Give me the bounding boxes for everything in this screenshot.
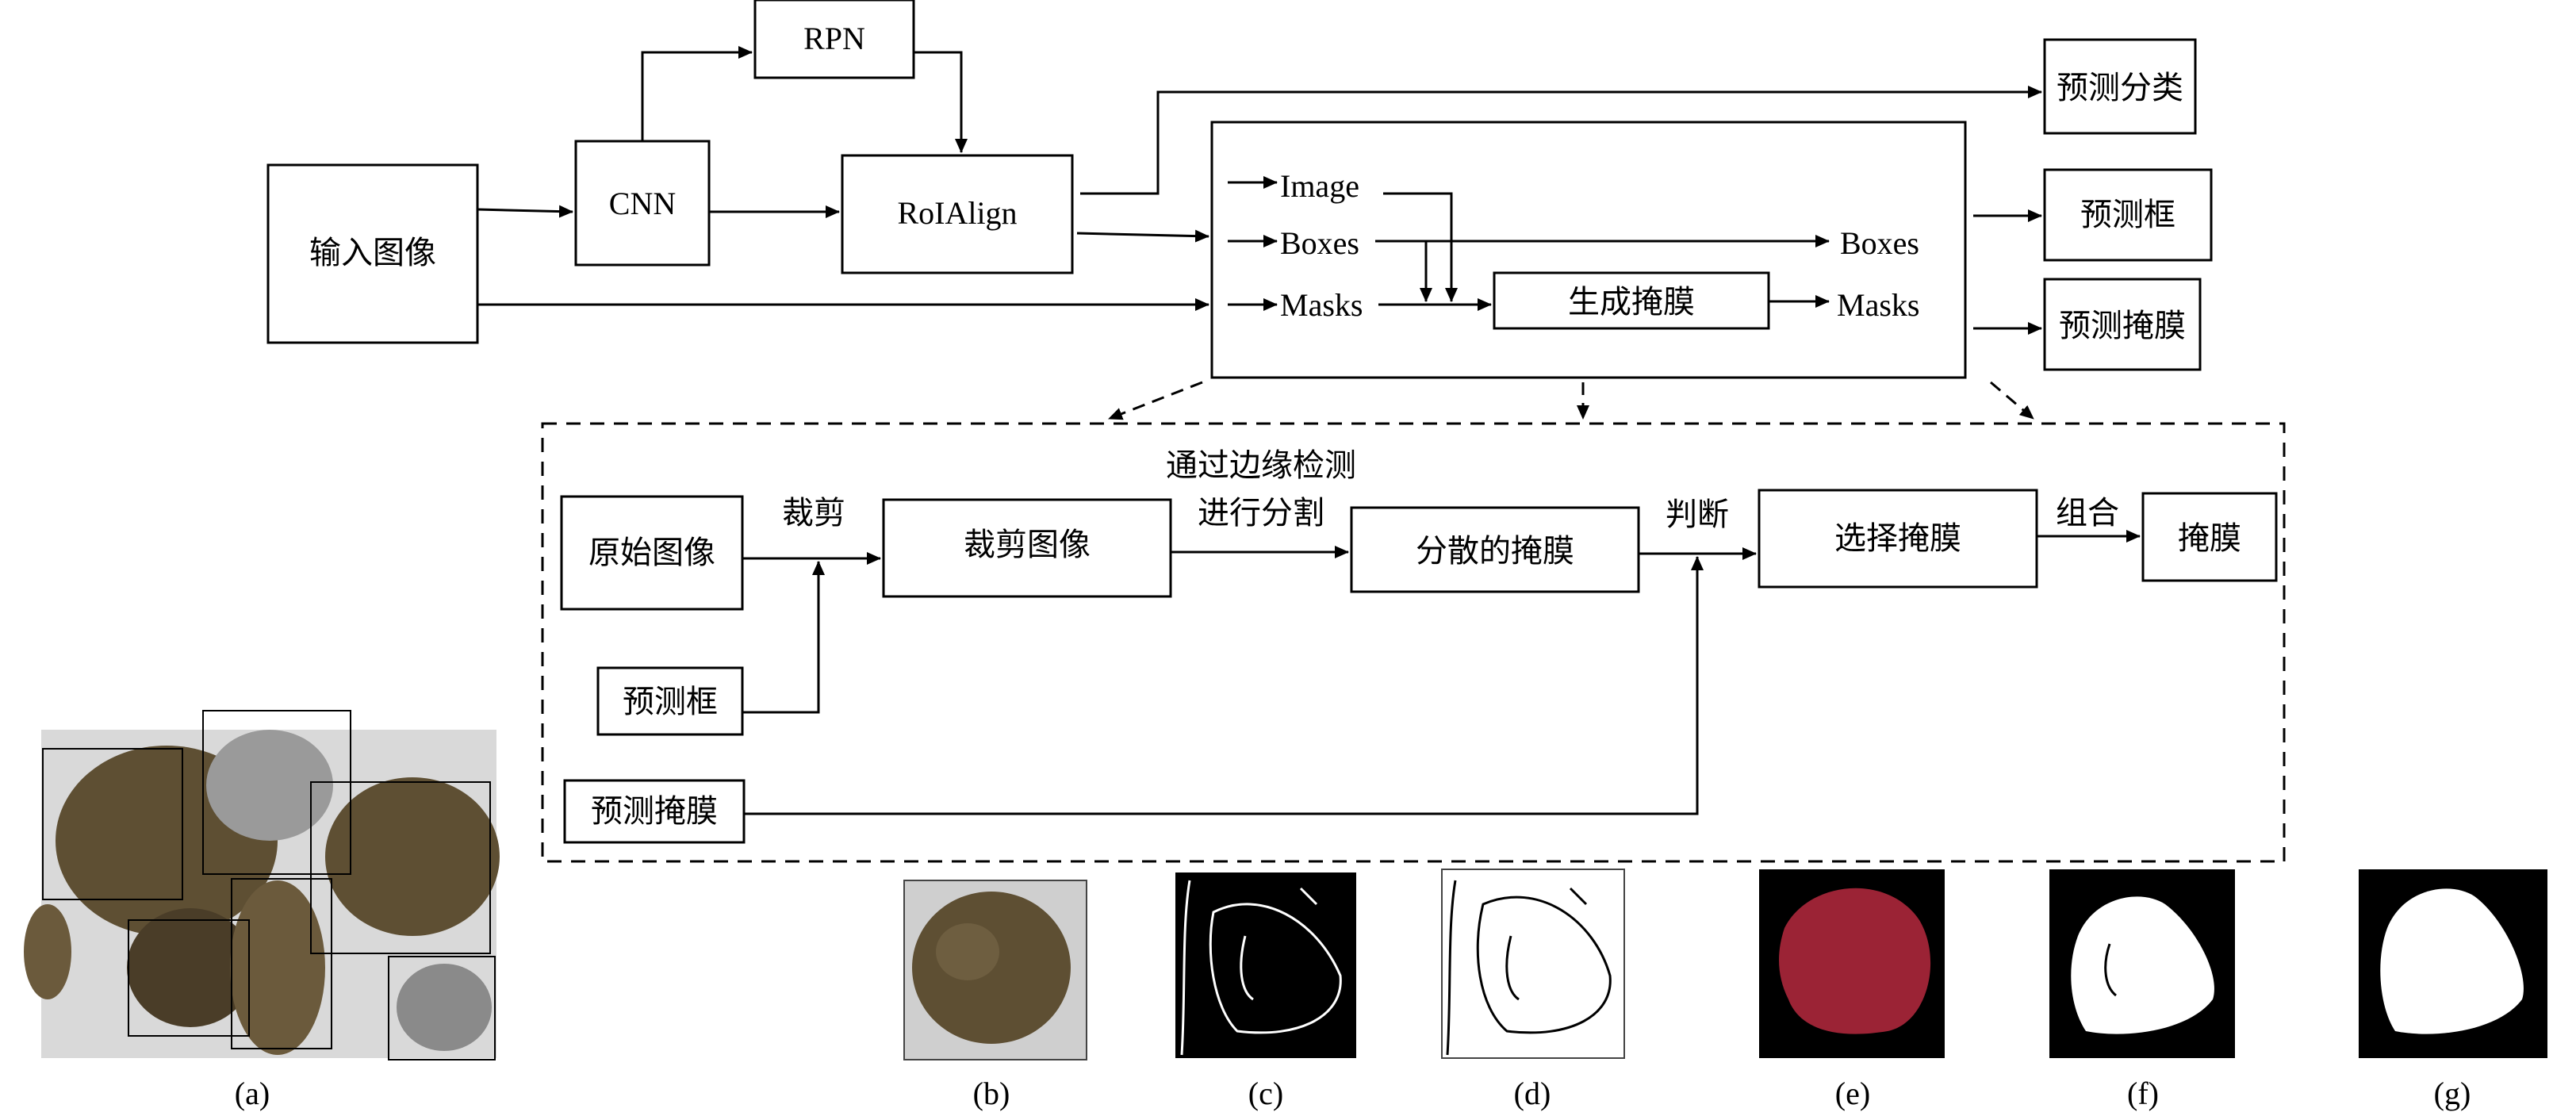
image-g (2359, 869, 2547, 1058)
module-boxes-in-label: Boxes (1280, 225, 1359, 261)
cropped-image-label: 裁剪图像 (964, 527, 1091, 562)
image-f (2049, 869, 2235, 1058)
detail-pred-box-box (596, 666, 744, 736)
detail-pred-mask-box (563, 779, 746, 844)
arrow-predmask-judge (744, 556, 1704, 815)
scattered-masks-box (1350, 506, 1640, 593)
original-image-box (560, 495, 744, 611)
detail-pred-mask-label: 预测掩膜 (591, 793, 718, 829)
caption-g: (g) (2434, 1076, 2471, 1111)
caption-f: (f) (2127, 1076, 2159, 1111)
dashed-link-left (1108, 381, 1203, 420)
module-masks-out-label: Masks (1837, 287, 1919, 323)
caption-d: (d) (1514, 1076, 1551, 1111)
final-mask-label: 掩膜 (2178, 520, 2241, 556)
cnn-box (574, 140, 711, 267)
input-image-label: 输入图像 (309, 235, 436, 270)
pred-box-label: 预测框 (2080, 197, 2175, 232)
select-mask-label: 选择掩膜 (1834, 520, 1961, 556)
edge-label-line2: 进行分割 (1198, 495, 1324, 531)
final-mask-box (2141, 492, 2278, 582)
module-image-label: Image (1280, 168, 1359, 204)
caption-c: (c) (1248, 1076, 1283, 1111)
caption-a: (a) (235, 1076, 270, 1111)
pred-class-label: 预测分类 (2057, 70, 2183, 105)
mask-module-box (1210, 121, 1967, 379)
combine-label: 组合 (2056, 495, 2119, 531)
detail-panel (541, 381, 2286, 863)
edge-label-line1: 通过边缘检测 (1166, 447, 1356, 483)
scattered-masks-label: 分散的掩膜 (1416, 533, 1574, 569)
roialign-box (841, 154, 1074, 274)
judge-label: 判断 (1666, 497, 1729, 532)
original-image-label: 原始图像 (588, 535, 715, 570)
arrow-rpn-roialign (914, 51, 968, 153)
rpn-box (753, 0, 915, 79)
detail-labels: 原始图像 裁剪 裁剪图像 通过边缘检测 进行分割 分散的掩膜 判断 选择掩膜 组… (588, 447, 2241, 829)
line-image-down (1383, 192, 1458, 302)
arrow-roialign-class (1080, 86, 2042, 195)
module-boxes-out-label: Boxes (1840, 225, 1919, 261)
cnn-label: CNN (609, 186, 676, 221)
arrow-predbox-crop (742, 561, 825, 714)
generate-mask-label: 生成掩膜 (1568, 284, 1695, 320)
pred-mask-box (2043, 278, 2202, 371)
caption-e: (e) (1835, 1076, 1870, 1111)
image-e (1759, 869, 1945, 1058)
roialign-label: RoIAlign (897, 195, 1017, 231)
pred-box-box (2043, 168, 2213, 262)
arrow-input-cnn (477, 205, 573, 218)
input-image-box (266, 163, 479, 344)
image-a (24, 710, 500, 1060)
arrow-roialign-module (1076, 229, 1209, 243)
detail-pred-box-label: 预测框 (623, 684, 718, 719)
image-c (1175, 872, 1356, 1058)
cropped-image-box (882, 498, 1172, 598)
pred-class-box (2043, 38, 2197, 135)
top-flow-labels: 输入图像 CNN RPN RoIAlign Image Boxes Masks … (309, 21, 2186, 343)
crop-label: 裁剪 (782, 495, 845, 531)
pred-mask-label: 预测掩膜 (2059, 308, 2186, 343)
select-mask-box (1758, 489, 2038, 589)
caption-b: (b) (973, 1076, 1010, 1111)
image-captions: (a) (b) (c) (d) (e) (f) (g) (235, 1076, 2471, 1111)
module-masks-in-label: Masks (1280, 287, 1363, 323)
arrow-cnn-rpn (641, 46, 753, 141)
top-flow (266, 0, 2213, 379)
image-b (903, 880, 1087, 1060)
detail-dashed-frame (541, 422, 2286, 863)
image-d (1441, 869, 1625, 1059)
rpn-label: RPN (803, 21, 865, 56)
dashed-link-right (1990, 381, 2034, 420)
